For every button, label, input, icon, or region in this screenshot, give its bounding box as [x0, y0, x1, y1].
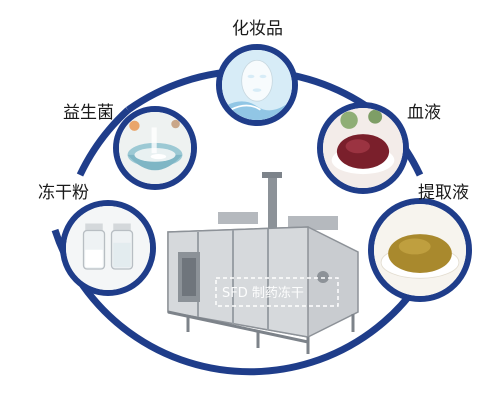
face-mask-icon: [222, 50, 292, 120]
extract-node: [368, 198, 472, 302]
red-powder-icon: [323, 108, 403, 188]
probiotics-label: 益生菌: [63, 103, 114, 123]
machine-overlay-text: SFD 制药冻干: [222, 286, 304, 301]
probiotic-bowl-icon: [119, 112, 191, 184]
extract-label: 提取液: [418, 183, 469, 203]
vials-icon: [66, 206, 150, 290]
blood-label: 血液: [407, 103, 441, 123]
cosmetics-label: 化妆品: [232, 19, 283, 39]
cosmetics-node: [216, 44, 298, 126]
freeze-dried-powder-label: 冻干粉: [38, 183, 89, 203]
blood-node: [317, 102, 409, 194]
extract-powder-icon: [374, 204, 466, 296]
probiotics-node: [113, 106, 197, 190]
freeze-dried-powder-node: [60, 200, 156, 296]
freeze-dryer-machine: [167, 172, 359, 354]
